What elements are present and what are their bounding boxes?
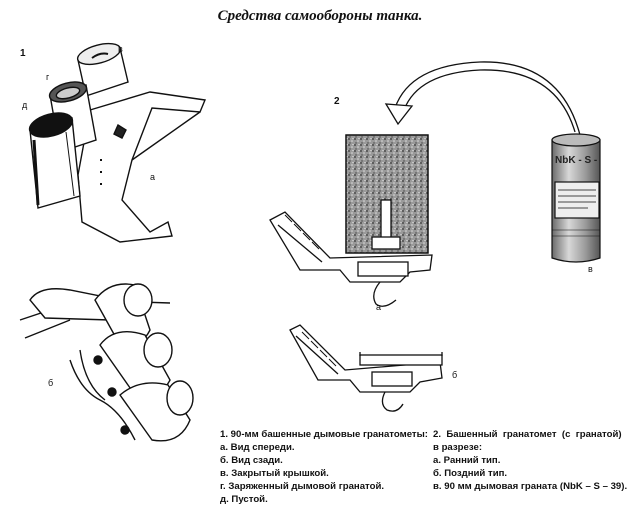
can-label-text: NbK - S - 39 <box>555 155 600 166</box>
fig1-label-b: б <box>48 378 54 388</box>
fig2-label-v: в <box>588 264 593 274</box>
caption-section-heading: 2. Башенный гранатомет (с гранатой) <box>433 429 622 440</box>
caption-launchers-heading: 1. 90-мм башенные дымовые гранатометы: <box>220 429 428 440</box>
fig1-label-d: д <box>22 100 28 110</box>
caption-section-item: б. Поздний тип. <box>433 468 508 479</box>
caption-launchers-item: а. Вид спереди. <box>220 442 295 453</box>
launcher-section-late <box>289 324 443 412</box>
fig2-label-b: б <box>452 370 458 380</box>
caption-section-heading-cont: в разрезе: <box>433 442 483 453</box>
caption-section: 2. Башенный гранатомет (с гранатой) в ра… <box>433 428 631 493</box>
fig1-label-v: в <box>118 44 123 54</box>
launchers-rear-view <box>19 283 194 442</box>
fig1-label-g: г <box>46 72 50 82</box>
caption-section-item: а. Ранний тип. <box>433 455 501 466</box>
caption-launchers-item: б. Вид сзади. <box>220 455 283 466</box>
fig2-number: 2 <box>334 96 340 107</box>
caption-launchers-item: в. Закрытый крышкой. <box>220 468 329 479</box>
fig1-label-a: а <box>150 172 156 182</box>
caption-launchers: 1. 90-мм башенные дымовые гранатометы: а… <box>220 428 428 506</box>
curved-arrow <box>384 61 581 136</box>
caption-section-item: в. 90 мм дымовая граната (NbK – S – 39). <box>433 481 628 492</box>
fig1-number: 1 <box>20 48 26 59</box>
caption-launchers-item: г. Заряженный дымовой гранатой. <box>220 481 385 492</box>
fig2-label-a: а <box>376 302 382 312</box>
caption-launchers-item: д. Пустой. <box>220 494 268 505</box>
launchers-front-view <box>28 42 206 243</box>
smoke-grenade-can <box>551 133 601 263</box>
page-title: Средства самообороны танка. <box>217 8 423 24</box>
launcher-section-early <box>269 134 433 307</box>
